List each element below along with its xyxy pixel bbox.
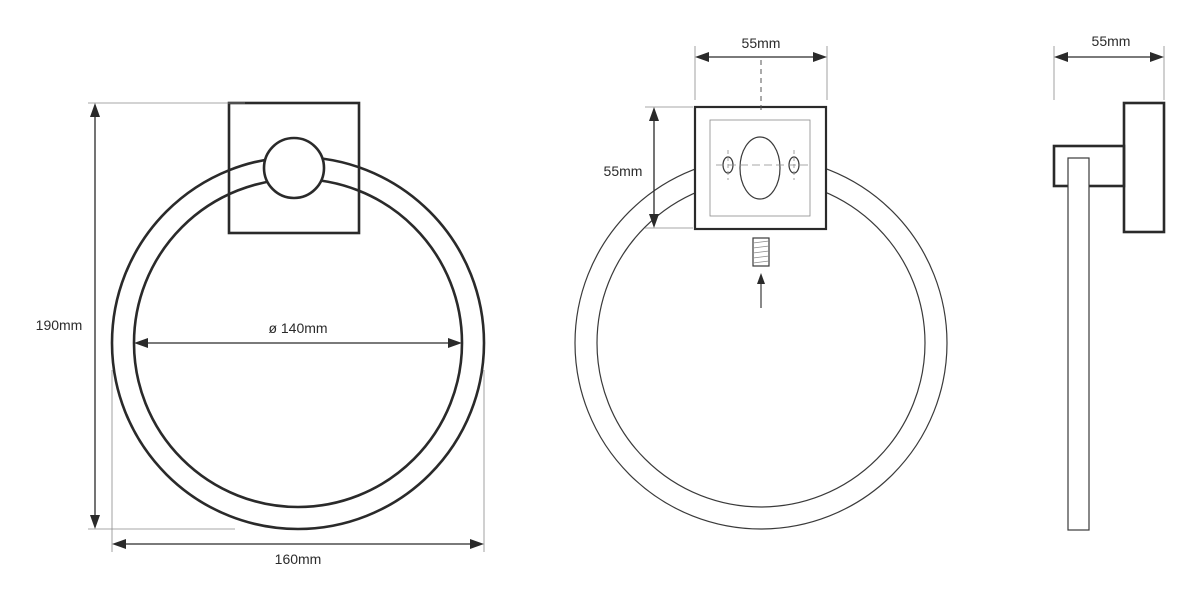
mount-width-label: 55mm [742, 35, 781, 51]
side-depth-label: 55mm [1092, 33, 1131, 49]
mount-screw [752, 237, 770, 267]
screw-insertion-arrow [757, 273, 765, 308]
ring-collar [262, 136, 326, 200]
side-depth-dimension-line [1054, 52, 1164, 62]
mount-plate-inner [709, 119, 811, 217]
mount-plate [693, 105, 828, 231]
mount-height-dimension-line [649, 107, 659, 228]
side-wall-plate [1122, 101, 1166, 234]
inner-diameter-dimension-line [134, 338, 462, 348]
inner-diameter-label: ø 140mm [268, 320, 327, 336]
mount-center-hole [739, 136, 781, 200]
width-label: 160mm [275, 551, 322, 567]
mount-width-dimension-line [695, 52, 827, 62]
front-view: 190mm 160mm ø 140mm [36, 101, 486, 567]
side-ring-edge [1067, 157, 1090, 531]
mount-view: 55mm 55mm [574, 35, 948, 530]
width-dimension-line [112, 539, 484, 549]
side-view: 55mm [1052, 33, 1166, 531]
mount-height-label: 55mm [604, 163, 643, 179]
height-label: 190mm [36, 317, 83, 333]
height-dimension-line [90, 103, 100, 529]
